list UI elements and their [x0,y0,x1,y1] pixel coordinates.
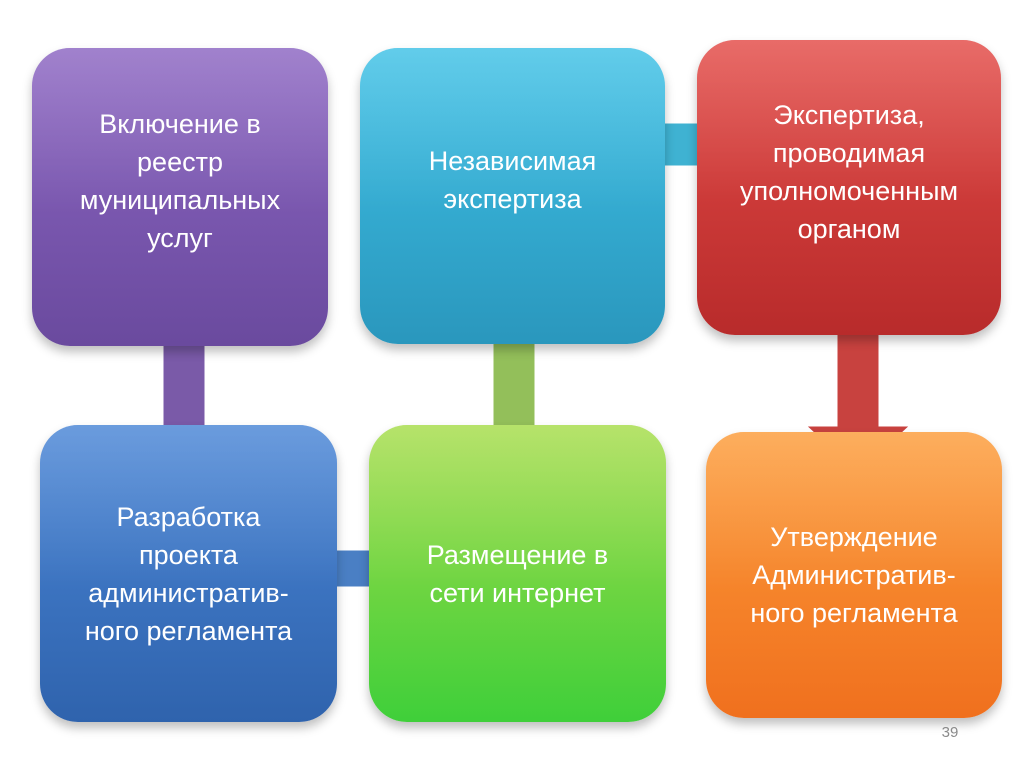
step-label: Разработка проекта административ- ного р… [84,501,293,646]
step-label: Независимая экспертиза [428,146,597,214]
step-label: Размещение в сети интернет [426,539,609,608]
step-box-independent-expertise: Независимая экспертиза [360,48,665,344]
step-box-authorized-expertise: Экспертиза, проводимая уполномоченным ор… [697,40,1001,335]
step-box-draft-development: Разработка проекта административ- ного р… [40,425,337,722]
step-label: Утверждение Административ- ного регламен… [750,522,958,628]
page-number: 39 [941,724,959,741]
step-box-internet-publication: Размещение в сети интернет [369,425,666,722]
step-label: Включение в реестр муниципальных услуг [79,109,281,253]
step-box-registry-inclusion: Включение в реестр муниципальных услуг [32,48,328,346]
step-box-regulation-approval: Утверждение Административ- ного регламен… [706,432,1002,718]
step-label: Экспертиза, проводимая уполномоченным ор… [739,99,959,244]
